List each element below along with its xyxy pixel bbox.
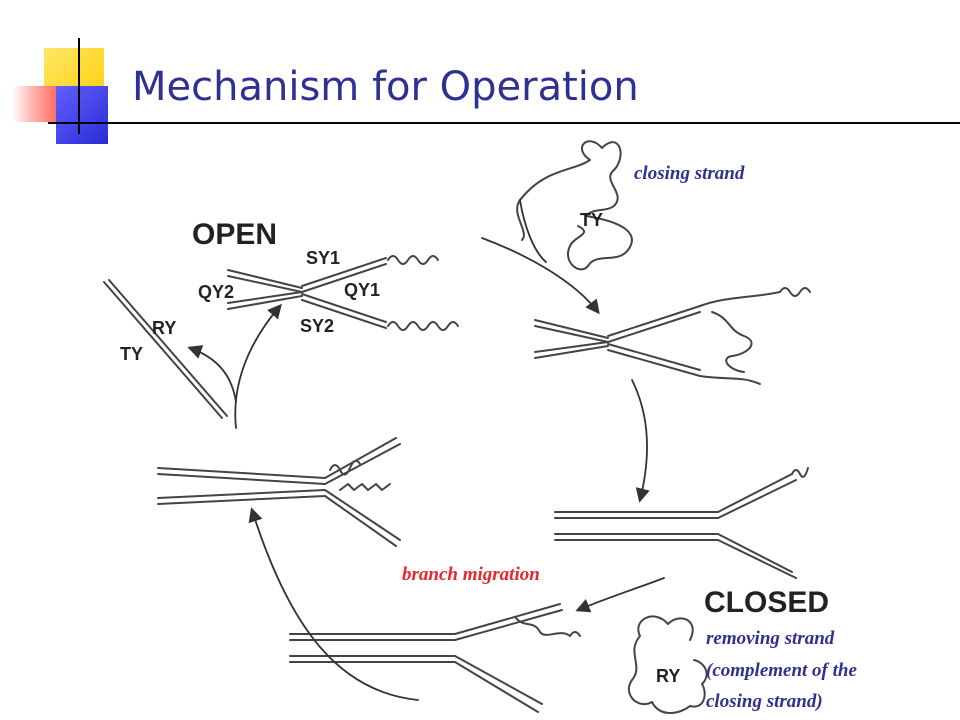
branch-migration-complex — [289, 603, 581, 713]
title-underline — [48, 122, 960, 124]
ty-label-left: TY — [120, 344, 143, 364]
slide-title: Mechanism for Operation — [132, 64, 639, 110]
cycle-arrows — [187, 199, 665, 701]
ry-label-left: RY — [152, 318, 176, 338]
qy2-label: QY2 — [198, 282, 234, 302]
branch-migration-annotation: branch migration — [402, 564, 540, 585]
sy1-label: SY1 — [306, 248, 340, 268]
closing-strand-annotation: closing strand — [634, 163, 745, 184]
removing-strand-loop — [627, 615, 708, 714]
qy1-label: QY1 — [344, 280, 380, 300]
sy2-label: SY2 — [300, 316, 334, 336]
intermediate-complex-1 — [534, 287, 811, 385]
intermediate-complex-3 — [157, 437, 401, 547]
vertical-line — [78, 38, 80, 134]
closed-label: CLOSED — [704, 586, 829, 619]
blue-square — [56, 86, 108, 144]
removing-strand-annotation-line-1: removing strand — [706, 628, 835, 649]
open-label: OPEN — [192, 218, 277, 251]
ty-label-top: TY — [580, 210, 603, 230]
released-waste-duplex — [103, 279, 228, 419]
open-complex — [227, 255, 459, 331]
ry-label-bottom: RY — [656, 666, 680, 686]
intermediate-complex-2 — [554, 467, 809, 579]
closing-strand-loop — [519, 140, 633, 271]
removing-strand-annotation-line-2: (complement of the — [706, 660, 857, 681]
removing-strand-annotation-line-3: closing strand) — [706, 691, 823, 712]
